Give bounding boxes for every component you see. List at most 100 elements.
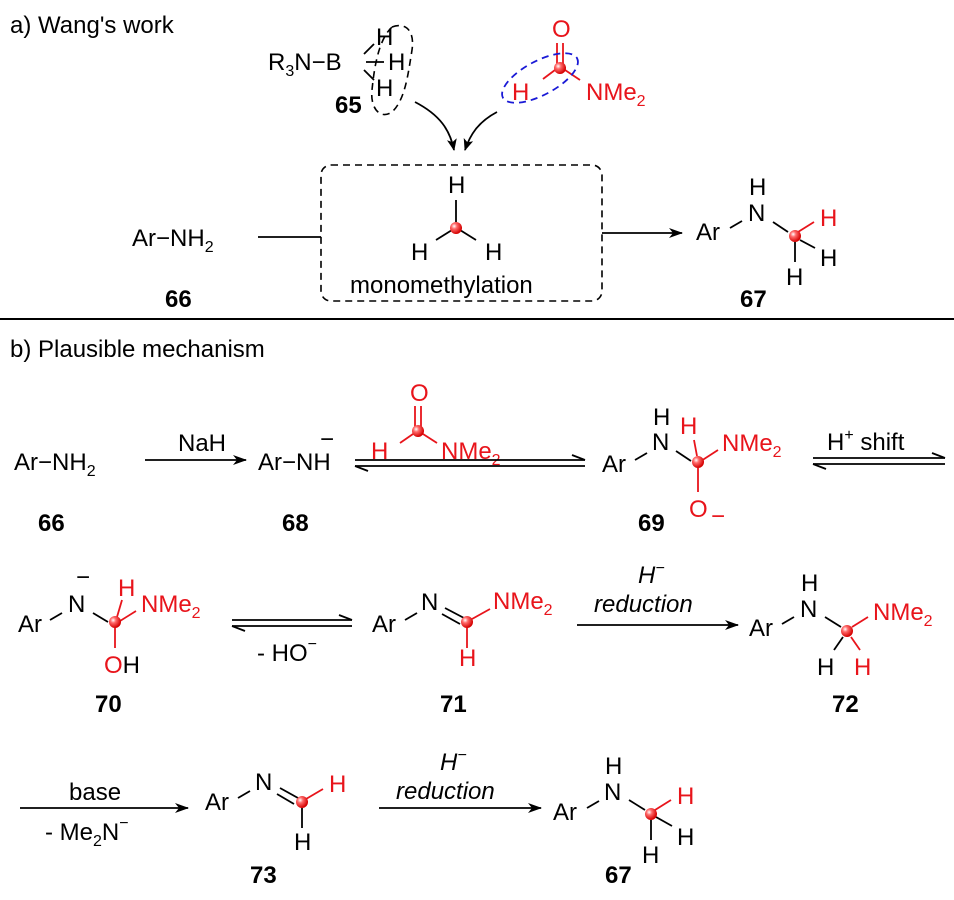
compound-66-a: Ar−NH2 66 xyxy=(132,225,214,313)
curved-arrow-hydride xyxy=(414,101,457,151)
carbon-atom-icon xyxy=(789,230,801,242)
compound-69: Ar N H H NMe2 O − 69 xyxy=(602,404,782,537)
svg-text:H: H xyxy=(448,172,465,199)
svg-text:Ar: Ar xyxy=(696,219,720,246)
compound-70: Ar − N H NMe2 OH 70 xyxy=(18,564,201,718)
svg-text:R3N−B: R3N−B xyxy=(268,49,342,80)
curved-arrow-formyl xyxy=(463,111,498,151)
label-66-a: 66 xyxy=(165,286,192,313)
svg-text:NMe2: NMe2 xyxy=(873,599,933,630)
svg-text:Ar−NH2: Ar−NH2 xyxy=(14,449,96,480)
svg-text:N: N xyxy=(255,769,272,796)
svg-text:N: N xyxy=(652,429,669,456)
svg-text:H: H xyxy=(817,654,834,681)
svg-text:H: H xyxy=(677,783,694,810)
svg-text:H: H xyxy=(786,264,803,291)
hydride-label-1: H− xyxy=(638,560,665,589)
svg-text:Ar−NH2: Ar−NH2 xyxy=(132,225,214,256)
equilibrium-arrow-2 xyxy=(812,452,946,470)
carbon-atom-icon xyxy=(461,616,473,628)
svg-text:NMe2: NMe2 xyxy=(441,438,501,469)
svg-text:H: H xyxy=(329,771,346,798)
svg-text:H: H xyxy=(459,645,476,672)
hydride-h3: H xyxy=(376,75,393,102)
svg-text:H: H xyxy=(801,570,818,597)
svg-text:H: H xyxy=(854,654,871,681)
hydride-h2: H xyxy=(388,49,405,76)
compound-66-b: Ar−NH2 66 xyxy=(14,449,96,537)
svg-text:Ar−NH: Ar−NH xyxy=(258,449,331,476)
label-71: 71 xyxy=(440,691,467,718)
svg-text:H: H xyxy=(485,239,502,266)
label-69: 69 xyxy=(638,510,665,537)
r-group: R xyxy=(268,49,285,76)
svg-text:−: − xyxy=(711,503,725,530)
svg-text:H: H xyxy=(677,824,694,851)
dmf-nme: NMe xyxy=(586,79,637,106)
carbon-atom-icon xyxy=(554,62,566,74)
section-b-title: b) Plausible mechanism xyxy=(10,336,265,363)
label-67-b: 67 xyxy=(605,862,632,889)
svg-text:H: H xyxy=(680,413,697,440)
svg-text:NMe2: NMe2 xyxy=(141,591,201,622)
svg-text:NMe2: NMe2 xyxy=(493,588,553,619)
dmf-o: O xyxy=(552,16,571,43)
formyl-h-highlight-ellipse xyxy=(501,52,579,104)
svg-text:Ar: Ar xyxy=(602,451,626,478)
svg-text:H: H xyxy=(411,239,428,266)
base-label: base xyxy=(69,779,121,806)
h-shift-label: H+ shift xyxy=(827,427,905,456)
svg-text:Ar: Ar xyxy=(553,799,577,826)
svg-text:H: H xyxy=(294,829,311,856)
svg-text:H: H xyxy=(371,438,388,465)
svg-text:H: H xyxy=(118,575,135,602)
compound-68: Ar−NH − 68 xyxy=(258,426,334,537)
equilibrium-arrow-3 xyxy=(231,614,353,632)
reagent-nah: NaH xyxy=(178,430,226,457)
reduction-label-1: reduction xyxy=(594,591,693,618)
carbon-atom-icon xyxy=(645,808,657,820)
svg-text:O: O xyxy=(689,496,708,523)
dmf-reagent-b: O H NMe2 xyxy=(371,380,501,469)
compound-67-a: Ar N H H H H 67 xyxy=(696,174,837,313)
methyl-fragment: H H H monomethylation xyxy=(350,172,533,299)
minus-hydroxide-label: - HO− xyxy=(257,636,317,667)
svg-text:Ar: Ar xyxy=(749,615,773,642)
label-72: 72 xyxy=(832,691,859,718)
reduction-label-2: reduction xyxy=(396,778,495,805)
svg-text:N: N xyxy=(800,596,817,623)
label-70: 70 xyxy=(95,691,122,718)
svg-text:H: H xyxy=(605,753,622,780)
svg-text:Ar: Ar xyxy=(205,789,229,816)
svg-text:Ar: Ar xyxy=(372,611,396,638)
carbon-atom-icon xyxy=(692,456,704,468)
carbon-atom-icon xyxy=(841,625,853,637)
compound-65: R3N−B H H H 65 xyxy=(268,24,414,119)
dmf-reagent-a: O H NMe2 xyxy=(501,16,646,110)
minus-dimethylamide-label: - Me2N− xyxy=(45,815,129,850)
equilibrium-arrow-1 xyxy=(354,454,586,472)
label-67-a: 67 xyxy=(740,286,767,313)
svg-text:H: H xyxy=(642,842,659,869)
svg-text:H: H xyxy=(653,404,670,431)
svg-text:H: H xyxy=(820,245,837,272)
carbon-atom-icon xyxy=(296,796,308,808)
svg-text:H: H xyxy=(749,174,766,201)
svg-text:N: N xyxy=(421,589,438,616)
svg-text:H: H xyxy=(820,205,837,232)
hydride-label-2: H− xyxy=(440,747,467,776)
svg-text:−: − xyxy=(320,426,334,453)
svg-text:−: − xyxy=(76,564,90,591)
svg-text:O: O xyxy=(410,380,429,407)
section-a-title: a) Wang's work xyxy=(10,12,175,39)
hydride-highlight-ellipse xyxy=(370,24,414,116)
svg-text:N: N xyxy=(68,591,85,618)
svg-text:OH: OH xyxy=(104,652,140,679)
svg-text:NMe2: NMe2 xyxy=(586,79,646,110)
monomethylation-caption: monomethylation xyxy=(350,272,533,299)
carbon-atom-icon xyxy=(109,616,121,628)
carbon-atom-icon xyxy=(412,425,424,437)
carbon-atom-icon xyxy=(450,222,462,234)
label-73: 73 xyxy=(250,862,277,889)
compound-73: Ar N H H 73 xyxy=(205,769,346,889)
